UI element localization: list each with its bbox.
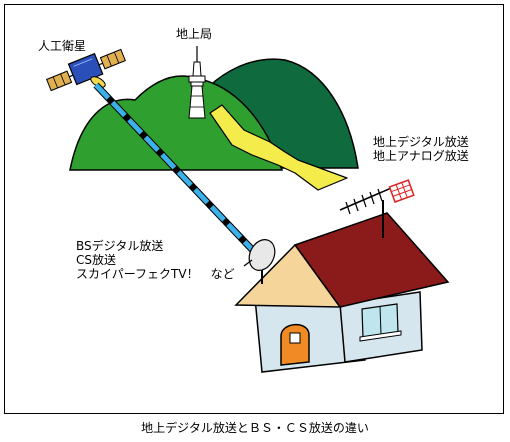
terrestrial-digital-label: 地上デジタル放送 bbox=[373, 134, 469, 149]
house-gable bbox=[234, 243, 342, 308]
satellite-icon bbox=[46, 48, 126, 92]
satellite-dish-icon bbox=[243, 239, 276, 284]
satellite-label: 人工衛星 bbox=[38, 39, 86, 53]
tv-antenna-icon bbox=[339, 179, 415, 238]
bs-digital-label: BSデジタル放送 bbox=[76, 238, 163, 253]
house-door bbox=[280, 323, 310, 366]
satellite-beam bbox=[93, 82, 265, 263]
cs-label: CS放送 bbox=[76, 252, 116, 267]
front-mountain bbox=[69, 75, 284, 171]
figure-caption: 地上デジタル放送とＢＳ・ＣＳ放送の違い bbox=[141, 421, 369, 435]
terrestrial-signal-bolt bbox=[209, 104, 348, 191]
skyperfect-label: スカイパーフェクTV！ など bbox=[76, 267, 235, 281]
ground-station-label: 地上局 bbox=[176, 27, 212, 41]
broadcast-tower-icon bbox=[188, 46, 206, 119]
house bbox=[234, 212, 450, 373]
terrestrial-analog-label: 地上アナログ放送 bbox=[373, 148, 469, 163]
house-window bbox=[359, 303, 402, 342]
